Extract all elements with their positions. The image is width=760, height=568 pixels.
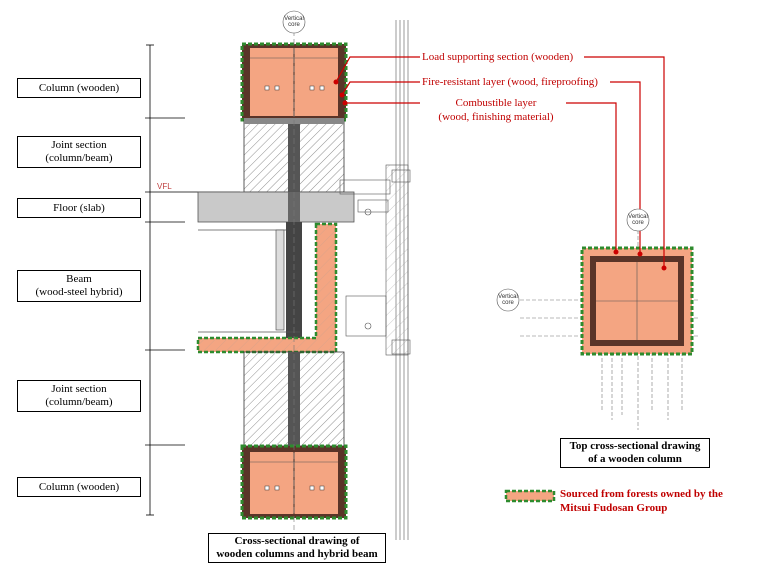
- legend-swatch: [504, 489, 556, 503]
- floor-slab: [197, 191, 355, 223]
- label-joint-top: Joint section(column/beam): [17, 136, 141, 168]
- callout-fire-resistant: Fire-resistant layer (wood, fireproofing…: [422, 76, 598, 88]
- curtain-wall: [339, 20, 411, 540]
- dimension-line: [145, 44, 240, 516]
- vertical-core-marker-plan: [626, 208, 650, 232]
- hybrid-beam: [196, 222, 338, 354]
- vfl-label: VFL: [157, 182, 172, 191]
- vertical-core-marker-side: [496, 288, 520, 312]
- label-floor: Floor (slab): [17, 198, 141, 218]
- callout-lines: [335, 56, 665, 268]
- label-beam: Beam(wood-steel hybrid): [17, 270, 141, 302]
- callout-combustible: Combustible layer (wood, finishing mater…: [438, 97, 554, 123]
- label-joint-bottom: Joint section(column/beam): [17, 380, 141, 412]
- vertical-core-marker-top: [282, 10, 306, 34]
- callout-load-supporting: Load supporting section (wooden): [422, 51, 574, 63]
- upper-column: [240, 42, 348, 122]
- label-column-top: Column (wooden): [17, 78, 141, 98]
- callout-dots: [333, 79, 667, 271]
- legend-text: Sourced from forests owned by the Mitsui…: [560, 488, 723, 514]
- label-column-bottom: Column (wooden): [17, 477, 141, 497]
- top-column-section: [580, 246, 694, 356]
